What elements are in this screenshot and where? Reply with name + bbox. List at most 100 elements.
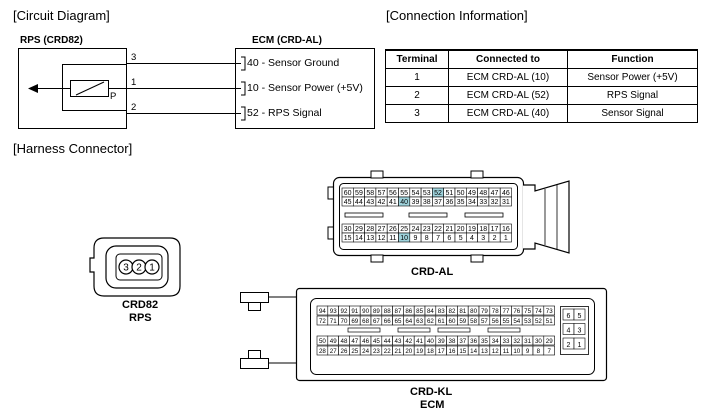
pin-number: 63 <box>416 318 423 325</box>
pin-number: 40 <box>427 338 434 345</box>
table-header: Connected to <box>448 49 568 69</box>
pin-number: 64 <box>405 318 412 325</box>
pin-number: 43 <box>395 338 402 345</box>
pin-number: 42 <box>378 199 386 206</box>
pin-number: 12 <box>492 348 499 355</box>
pin-number: 65 <box>395 318 402 325</box>
pin-number: 70 <box>341 318 348 325</box>
table-header: Terminal <box>385 49 449 69</box>
pin-number: 17 <box>438 348 445 355</box>
pin-number: 23 <box>373 348 380 355</box>
pin-number: 7 <box>547 348 551 355</box>
pin-number: 60 <box>344 190 352 197</box>
pin-number: 3 <box>578 328 582 335</box>
pin-number: 28 <box>319 348 326 355</box>
pin-number: 33 <box>503 338 510 345</box>
pin-number: 2 <box>567 342 571 349</box>
pin-number: 53 <box>524 318 531 325</box>
table-cell: ECM CRD-AL (10) <box>448 68 568 87</box>
pin-number: 22 <box>384 348 391 355</box>
key-slot <box>487 327 521 333</box>
ecm-label: ECM (CRD-AL) <box>252 35 322 46</box>
sensor-pin-1: 1 <box>131 77 137 88</box>
pin-number: 1 <box>504 235 508 242</box>
harness-connector-heading: [Harness Connector] <box>13 141 133 156</box>
pin-number: 23 <box>423 226 431 233</box>
table-cell: ECM CRD-AL (40) <box>448 104 568 123</box>
table-row: 1 ECM CRD-AL (10) Sensor Power (+5V) <box>385 68 698 87</box>
pin-number: 30 <box>344 226 352 233</box>
pin-number: 29 <box>355 226 363 233</box>
pin-number: 27 <box>378 226 386 233</box>
pin-number: 41 <box>389 199 397 206</box>
pin-number: 50 <box>319 338 326 345</box>
pin-number: 30 <box>535 338 542 345</box>
pin-number: 54 <box>513 318 520 325</box>
pin-number: 26 <box>389 226 397 233</box>
sensor-label: RPS (CRD82) <box>20 35 83 46</box>
pin-number: 57 <box>481 318 488 325</box>
pin-number: 39 <box>438 338 445 345</box>
pin-number: 19 <box>416 348 423 355</box>
pin-number: 74 <box>535 308 542 315</box>
pin-number: 86 <box>405 308 412 315</box>
pin-number: 69 <box>351 318 358 325</box>
ecm-connector-label: ECM <box>420 399 445 411</box>
pin-number: 73 <box>546 308 553 315</box>
pin-number: 31 <box>524 338 531 345</box>
table-header: Function <box>567 49 698 69</box>
pin-number: 35 <box>457 199 465 206</box>
pin-number: 47 <box>351 338 358 345</box>
connection-table: Terminal Connected to Function 1 ECM CRD… <box>385 49 698 123</box>
rps-pin-2: 2 <box>136 263 142 274</box>
pin-cell <box>499 232 512 243</box>
pin-number: 14 <box>470 348 477 355</box>
pin-number: 89 <box>373 308 380 315</box>
pin-number: 44 <box>355 199 363 206</box>
pin-number: 68 <box>362 318 369 325</box>
pin-number: 7 <box>436 235 440 242</box>
pin-cell <box>573 337 586 350</box>
pin-number: 81 <box>459 308 466 315</box>
pin-number: 83 <box>438 308 445 315</box>
sensor-pin-3: 3 <box>131 52 137 63</box>
pin-number: 59 <box>355 190 363 197</box>
pin-number: 57 <box>378 190 386 197</box>
circuit-diagram-heading: [Circuit Diagram] <box>13 8 110 23</box>
pin-number: 39 <box>412 199 420 206</box>
pin-number: 93 <box>330 308 337 315</box>
table-cell: Sensor Power (+5V) <box>567 68 698 87</box>
table-row: 3 ECM CRD-AL (40) Sensor Signal <box>385 104 698 123</box>
table-cell: 2 <box>385 86 449 105</box>
pin-number: 77 <box>503 308 510 315</box>
pin-number: 67 <box>373 318 380 325</box>
table-cell: Sensor Signal <box>567 104 698 123</box>
pin-number: 13 <box>481 348 488 355</box>
pin-number: 71 <box>330 318 337 325</box>
pin-number: 76 <box>513 308 520 315</box>
pin-number: 46 <box>362 338 369 345</box>
pin-number: 38 <box>423 199 431 206</box>
pin-number: 75 <box>524 308 531 315</box>
pin-number: 44 <box>384 338 391 345</box>
table-cell: ECM CRD-AL (52) <box>448 86 568 105</box>
pin-number: 51 <box>546 318 553 325</box>
pin-number: 66 <box>384 318 391 325</box>
pin-number: 46 <box>502 190 510 197</box>
pin-number: 34 <box>492 338 499 345</box>
pin-cell <box>543 345 555 356</box>
pin-number: 32 <box>513 338 520 345</box>
rps-pin-1: 1 <box>149 263 155 274</box>
pin-number: 45 <box>344 199 352 206</box>
signal-sensor-ground: 40 - Sensor Ground <box>247 57 340 69</box>
pin-number: 35 <box>481 338 488 345</box>
pin-number: 15 <box>459 348 466 355</box>
pin-number: 84 <box>427 308 434 315</box>
pin-number: 5 <box>459 235 463 242</box>
pin-number: 91 <box>351 308 358 315</box>
pin-number: 6 <box>567 313 571 320</box>
pin-number: 22 <box>434 226 442 233</box>
pin-number: 88 <box>384 308 391 315</box>
pin-number: 54 <box>412 190 420 197</box>
pin-number: 72 <box>319 318 326 325</box>
